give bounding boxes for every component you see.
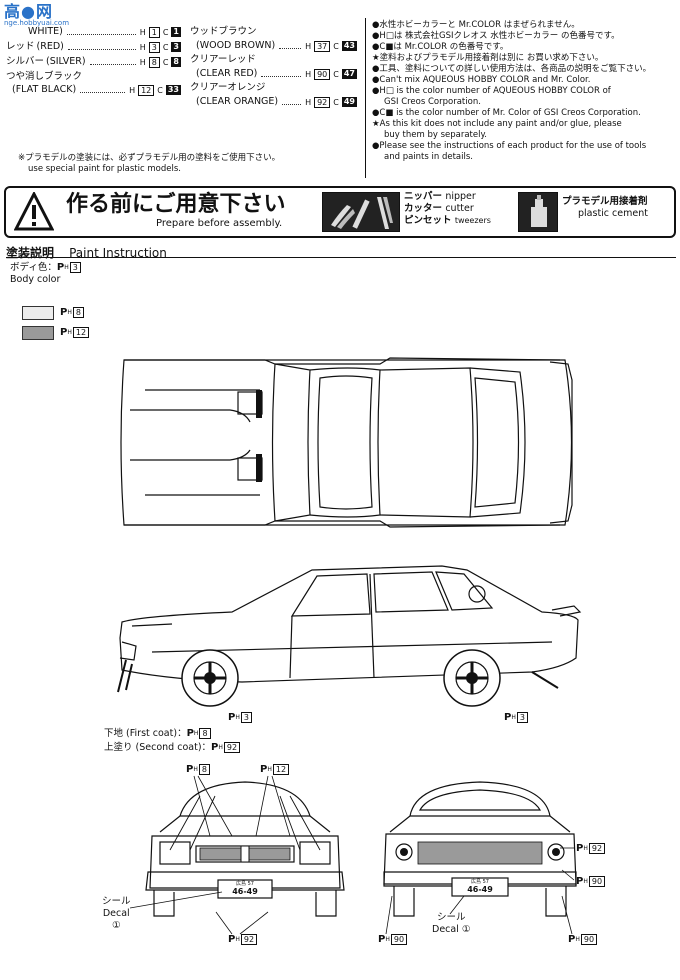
note-line: ●C■は Mr.COLOR の色番号です。 [372, 42, 509, 52]
car-front-view [145, 781, 345, 917]
swatch-dark [22, 326, 54, 340]
swatch-light [22, 306, 54, 320]
section-header: 塗装説明 Paint Instruction [6, 242, 676, 260]
note-line: ●水性ホビーカラーと Mr.COLOR はまぜられません。 [372, 20, 580, 30]
watermark-logo: 高●网 nge.hobbyuai.com [4, 2, 70, 27]
note-line: ●H□は 株式会社GSIクレオス 水性ホビーカラー の色番号です。 [372, 31, 620, 41]
note-line: and paints in details. [384, 152, 473, 162]
tools-icon [322, 192, 400, 232]
decal-label-rear: シール Decal ① [432, 912, 471, 935]
prepare-subtitle: Prepare before assembly. [156, 218, 283, 229]
note-line: ★塗料およびプラモデル用接着剤は別に お買い求め下さい。 [372, 53, 604, 63]
prepare-title: 作る前にご用意下さい [66, 192, 286, 217]
notes-panel: ●水性ホビーカラーと Mr.COLOR はまぜられません。●H□は 株式会社GS… [372, 20, 677, 180]
paint-row: つや消しブラック [6, 71, 83, 82]
tools-list: ニッパー nipper カッター cutter ピンセット tweezers [404, 191, 491, 226]
divider [365, 18, 366, 178]
car-rear-view [383, 781, 577, 917]
note-line: ●工具、塗料についての詳しい使用方法は、各商品の説明をご覧下さい。 [372, 64, 652, 74]
prepare-banner: 作る前にご用意下さい Prepare before assembly. ニッパー… [4, 186, 676, 238]
note-line: ●H□ is the color number of AQUEOUS HOBBY… [372, 86, 611, 96]
car-top-view [120, 357, 573, 528]
car-side-view [117, 565, 582, 707]
note-line: ●C■ is the color number of Mr. Color of … [372, 108, 641, 118]
note-line: GSI Creos Corporation. [384, 97, 481, 107]
cement-icon [518, 192, 558, 232]
rear-plate: 広島 57 46-49 [467, 879, 493, 894]
note-line: ●Please see the instructions of each pro… [372, 141, 647, 151]
plastic-paint-note: ※プラモデルの塗装には、必ずプラモデル用の塗料をご使用下さい。 use spec… [18, 153, 281, 174]
cement-label: プラモデル用接着剤 plastic cement [562, 196, 648, 219]
decal-label-front: シール Decal ① [102, 896, 131, 931]
front-plate: 広島 57 46-49 [232, 881, 258, 896]
notes-list: ●水性ホビーカラーと Mr.COLOR はまぜられません。●H□は 株式会社GS… [372, 20, 677, 163]
note-line: buy them by separately. [384, 130, 487, 140]
note-line: ●Can't mix AQUEOUS HOBBY COLOR and Mr. C… [372, 75, 591, 85]
warning-icon [13, 190, 55, 232]
note-line: ★As this kit does not include any paint … [372, 119, 622, 129]
